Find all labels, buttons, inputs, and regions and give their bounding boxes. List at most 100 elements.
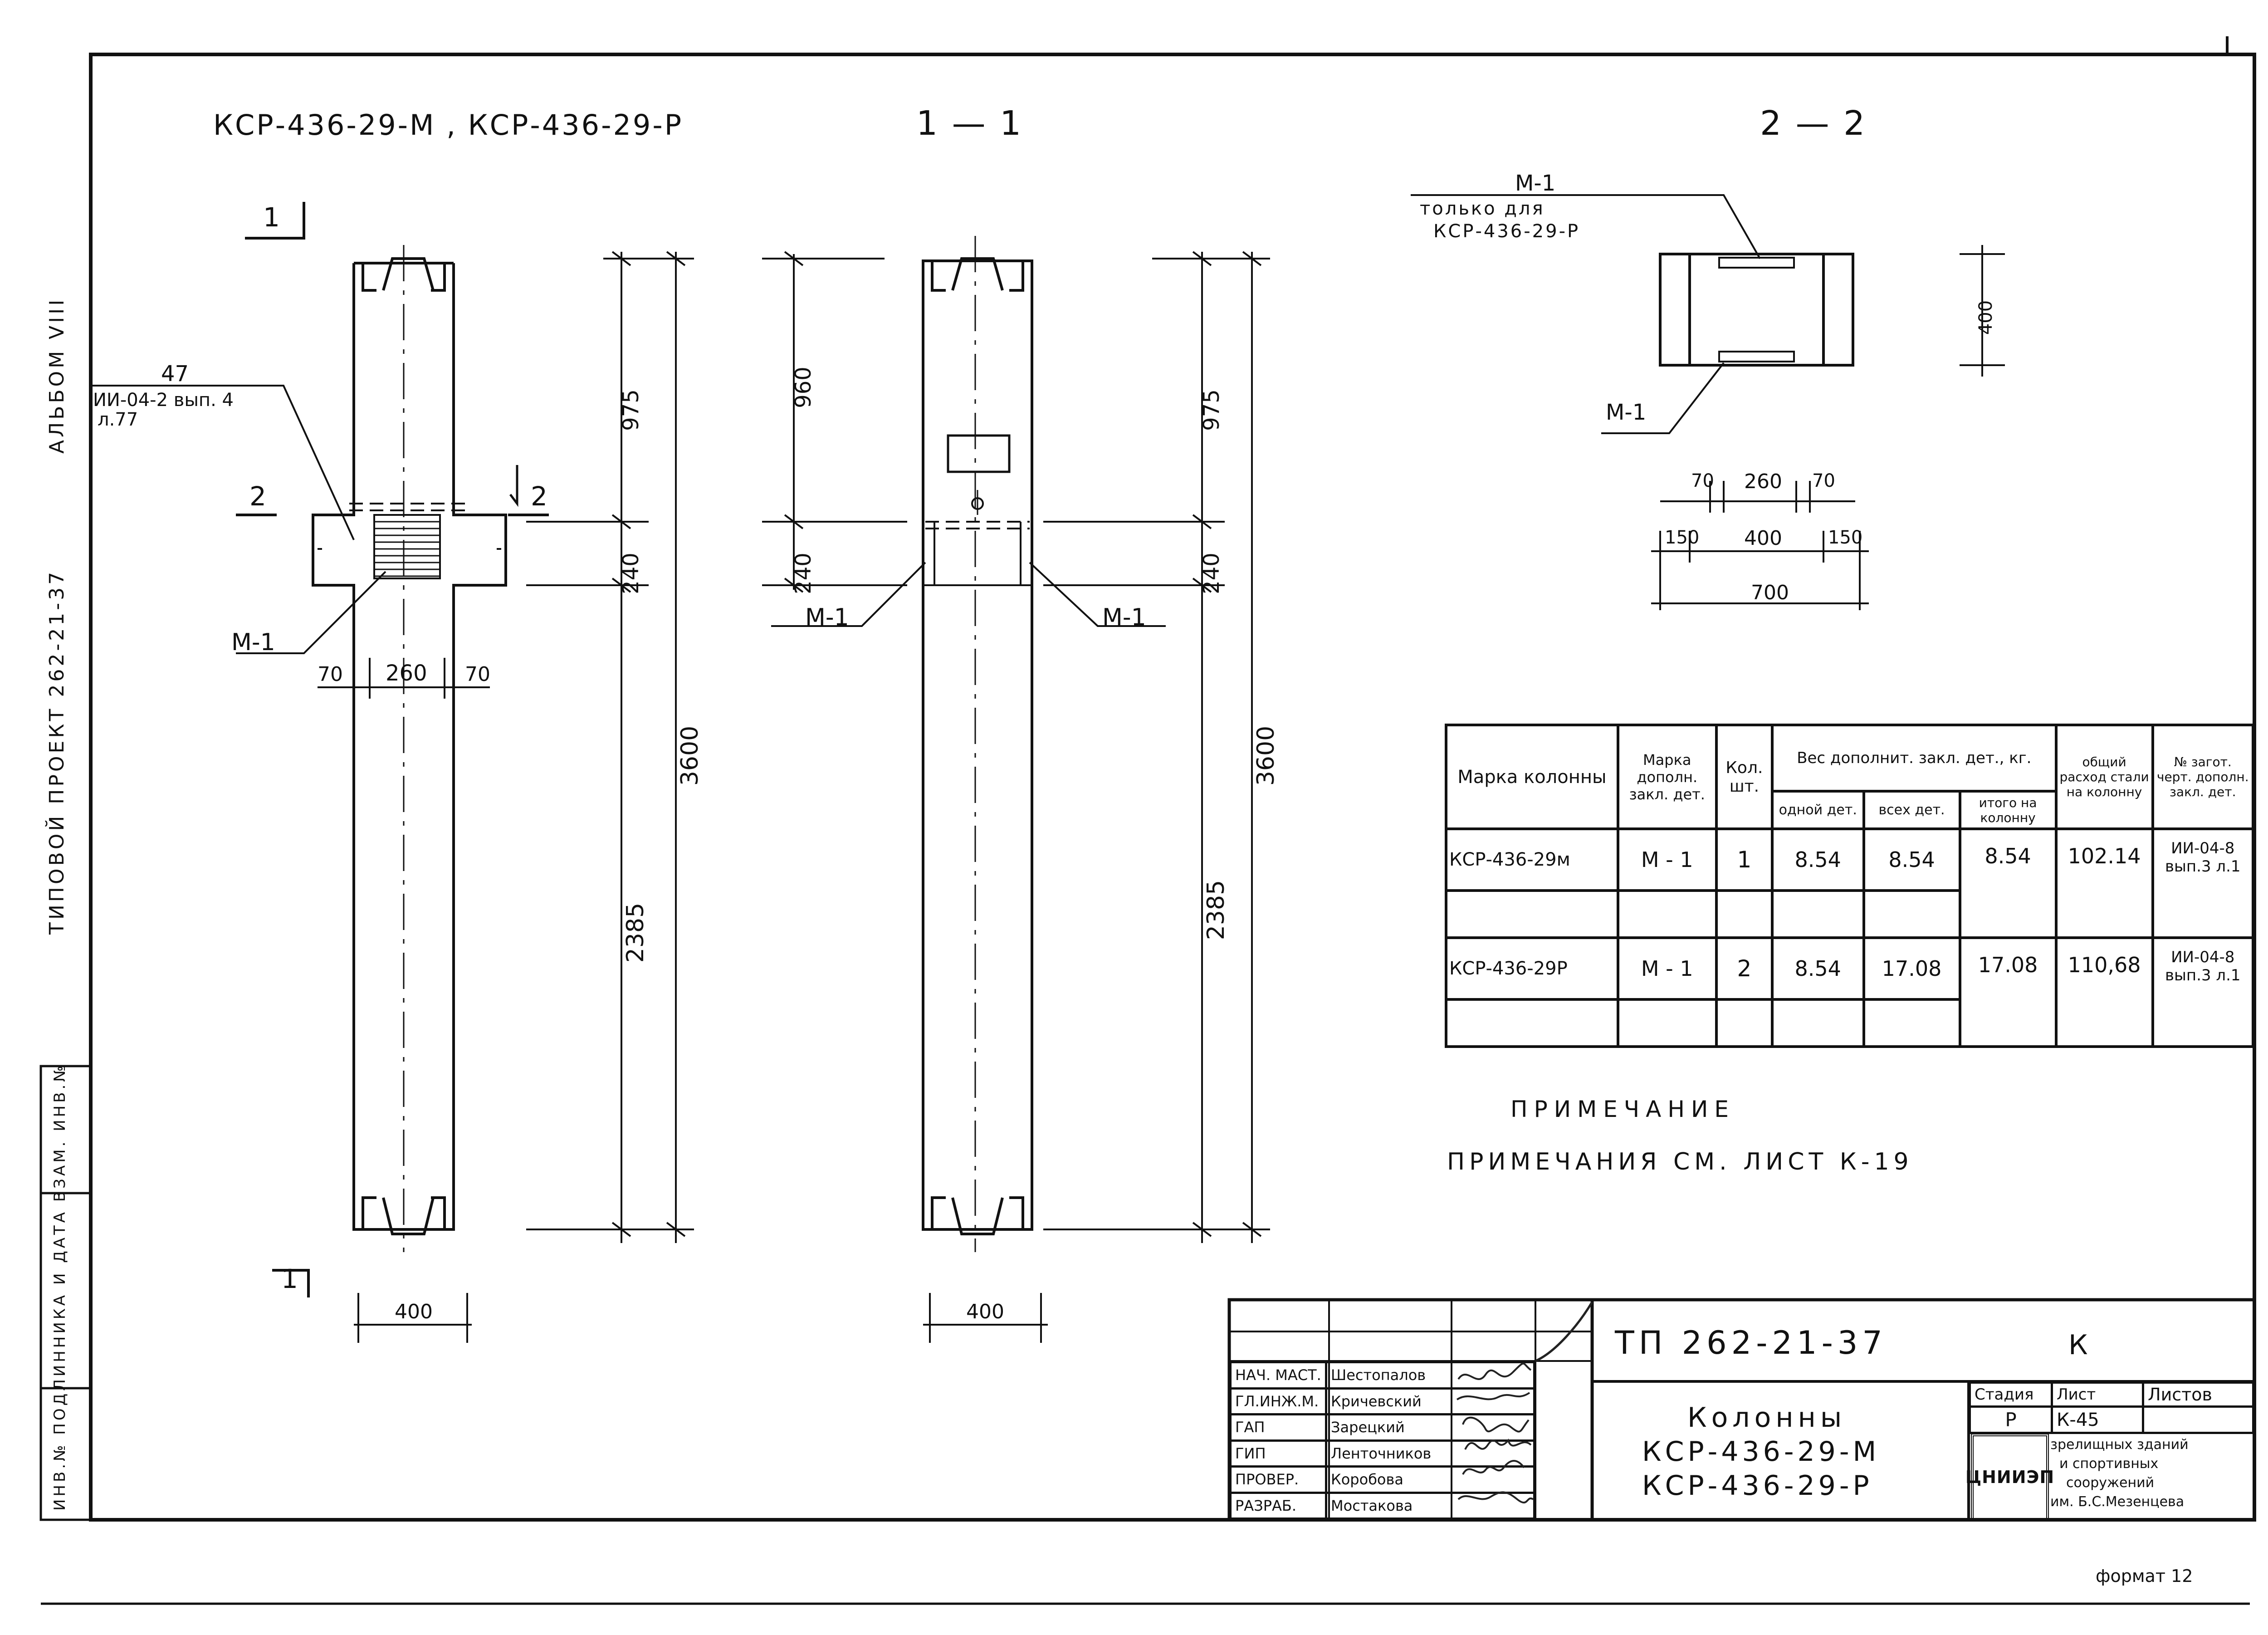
inventory-stamp-label: ИНВ.№ ПОДЛИННИКА И ДАТА ВЗАМ. ИНВ.№ bbox=[51, 1063, 69, 1511]
front-view-column bbox=[91, 202, 694, 1343]
cell-all: 17.08 bbox=[1862, 936, 1961, 1001]
org-logo: ЦНИИЭП bbox=[1965, 1434, 2054, 1521]
side-m1-right: М-1 bbox=[1102, 604, 1146, 631]
section2-dim-70b: 70 bbox=[1812, 470, 1835, 491]
role-name: Коробова bbox=[1325, 1465, 1535, 1494]
cell-ref: ИИ-04-8 вып.3 л.1 bbox=[2151, 936, 2255, 1048]
sheet-frame bbox=[89, 53, 2256, 1522]
section2-m1-top: М-1 bbox=[1515, 171, 1556, 196]
album-label: АЛЬБОМ VIII bbox=[45, 297, 68, 454]
spec-table: Марка колонны Марка дополн. закл. дет. К… bbox=[1445, 723, 2255, 1048]
section2-dim-70a: 70 bbox=[1691, 470, 1714, 491]
role-label: ГАП bbox=[1229, 1413, 1327, 1442]
org-logo-text: ЦНИИЭП bbox=[1965, 1467, 2055, 1487]
title-block-row: ПРОВЕР. Коробова bbox=[1229, 1465, 1535, 1494]
section2-dim-150b: 150 bbox=[1828, 527, 1863, 548]
front-dim-3600: 3600 bbox=[676, 725, 704, 786]
header-steel: общий расход стали на колонну bbox=[2054, 723, 2154, 831]
title-line-3: КСР-436-29-Р bbox=[1642, 1470, 1873, 1502]
side-dim-240-left: 240 bbox=[790, 553, 816, 594]
cell-part: М - 1 bbox=[1616, 936, 1718, 1001]
front-m1-label: М-1 bbox=[231, 629, 275, 656]
cell-mark: КСР-436-29м bbox=[1445, 827, 1619, 892]
header-column-mark: Марка колонны bbox=[1445, 723, 1619, 831]
section-mark-left: 2 bbox=[249, 481, 266, 512]
cell-total: 8.54 bbox=[1958, 827, 2058, 940]
side-m1-left: М-1 bbox=[805, 604, 849, 631]
org-line-1: зрелищных зданий bbox=[2050, 1437, 2189, 1453]
doc-code: ТП 262-21-37 bbox=[1615, 1324, 1887, 1361]
title-line-1: Колонны bbox=[1687, 1402, 1847, 1434]
cell-steel: 102.14 bbox=[2054, 827, 2154, 940]
cell-qty: 2 bbox=[1715, 936, 1774, 1001]
side-dim-975: 975 bbox=[1198, 389, 1224, 431]
title-block-row: ГАП Зарецкий bbox=[1229, 1413, 1535, 1442]
cell-mark: КСР-436-29Р bbox=[1445, 936, 1619, 1001]
title-block-row: РАЗРАБ. Мостакова bbox=[1229, 1491, 1535, 1520]
role-label: НАЧ. МАСТ. bbox=[1229, 1361, 1327, 1390]
role-label: ГИП bbox=[1229, 1439, 1327, 1468]
role-name: Кричевский bbox=[1325, 1387, 1535, 1415]
header-weight-group: Вес дополнит. закл. дет., кг. bbox=[1770, 724, 2058, 793]
section-2-2-title: 2 — 2 bbox=[1760, 104, 1867, 143]
project-label: ТИПОВОЙ ПРОЕКТ 262-21-37 bbox=[45, 569, 68, 935]
sheets-value bbox=[2142, 1405, 2254, 1434]
callout-sheet: л.77 bbox=[98, 409, 138, 430]
header-qty: Кол. шт. bbox=[1715, 723, 1774, 831]
stage-value: Р bbox=[1969, 1405, 2053, 1434]
stage-label: Стадия bbox=[1969, 1381, 2053, 1408]
title-block-row: ГИП Ленточников bbox=[1229, 1439, 1535, 1468]
section2-dim-150a: 150 bbox=[1665, 527, 1700, 548]
side-view-column bbox=[762, 236, 1270, 1343]
cell-total: 17.08 bbox=[1958, 936, 2058, 1048]
header-ref: № загот. черт. дополн. закл. дет. bbox=[2151, 723, 2255, 831]
front-dim-260: 260 bbox=[386, 661, 427, 686]
section2-dim-400: 400 bbox=[1744, 527, 1782, 550]
role-name: Мостакова bbox=[1325, 1491, 1535, 1520]
cut-mark-bottom: 1 bbox=[281, 1263, 298, 1294]
front-dim-975: 975 bbox=[618, 389, 644, 431]
front-dim-240: 240 bbox=[618, 553, 644, 594]
cell-qty: 1 bbox=[1715, 827, 1774, 892]
header-part-mark: Марка дополн. закл. дет. bbox=[1616, 723, 1718, 831]
section2-dim-height: 400 bbox=[1975, 300, 1997, 335]
role-name: Шестопалов bbox=[1325, 1361, 1535, 1390]
front-dim-70-left: 70 bbox=[318, 663, 343, 686]
title-block-roles: НАЧ. МАСТ. Шестопалов ГЛ.ИНЖ.М. Кричевск… bbox=[1229, 1361, 1535, 1520]
front-dim-width: 400 bbox=[395, 1300, 433, 1323]
sheets-label: Листов bbox=[2142, 1381, 2254, 1408]
callout-number: 47 bbox=[161, 361, 189, 387]
side-dim-width: 400 bbox=[966, 1300, 1004, 1323]
role-label: РАЗРАБ. bbox=[1229, 1491, 1327, 1520]
sheet-label: Лист bbox=[2051, 1381, 2144, 1408]
side-dim-240-right: 240 bbox=[1198, 553, 1224, 594]
note-text: ПРИМЕЧАНИЯ СМ. ЛИСТ К-19 bbox=[1447, 1148, 1913, 1175]
section2-note-line1: только для bbox=[1420, 198, 1545, 219]
note-title: ПРИМЕЧАНИЕ bbox=[1510, 1096, 1735, 1122]
callout-reference: ИИ-04-2 вып. 4 bbox=[93, 390, 234, 411]
cell-one: 8.54 bbox=[1770, 936, 1865, 1001]
format-label: формат 12 bbox=[2096, 1566, 2193, 1586]
section2-note-line2: КСР-436-29-Р bbox=[1433, 221, 1580, 242]
section2-m1-bottom: М-1 bbox=[1606, 400, 1647, 425]
table-row: КСР-436-29м М - 1 1 8.54 8.54 8.54 102.1… bbox=[1445, 827, 2255, 940]
org-line-3: сооружений bbox=[2066, 1475, 2155, 1491]
role-label: ГЛ.ИНЖ.М. bbox=[1229, 1387, 1327, 1415]
role-name: Зарецкий bbox=[1325, 1413, 1535, 1442]
role-label: ПРОВЕР. bbox=[1229, 1465, 1327, 1494]
cell-ref: ИИ-04-8 вып.3 л.1 bbox=[2151, 827, 2255, 940]
cut-mark-top: 1 bbox=[263, 202, 280, 233]
sheet-value: К-45 bbox=[2051, 1405, 2144, 1434]
header-one-part: одной дет. bbox=[1770, 789, 1865, 831]
title-block-row: ГЛ.ИНЖ.М. Кричевский bbox=[1229, 1387, 1535, 1415]
cell-part: М - 1 bbox=[1616, 827, 1718, 892]
section-2-2 bbox=[1411, 194, 2005, 610]
cell-steel: 110,68 bbox=[2054, 936, 2154, 1048]
section-mark-right: 2 bbox=[531, 481, 547, 512]
header-total: итого на колонну bbox=[1958, 789, 2058, 831]
table-row: КСР-436-29Р М - 1 2 8.54 17.08 17.08 110… bbox=[1445, 936, 2255, 1048]
org-line-2: и спортивных bbox=[2059, 1456, 2159, 1472]
cell-all: 8.54 bbox=[1862, 827, 1961, 892]
section2-dim-260: 260 bbox=[1744, 470, 1782, 493]
